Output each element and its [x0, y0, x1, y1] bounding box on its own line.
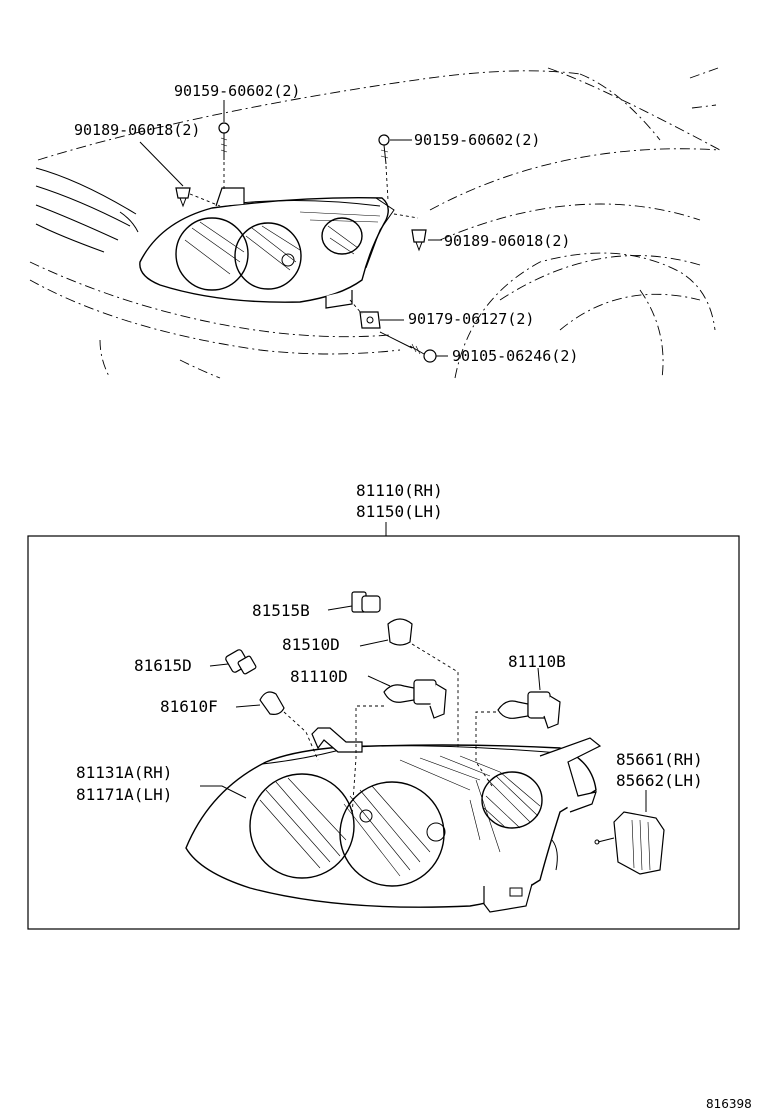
halogen-bulb-icon	[383, 679, 447, 719]
clip-icon	[175, 187, 191, 208]
bolt-icon	[378, 134, 390, 165]
headlamp-installed	[139, 187, 395, 309]
halogen-bulb-icon	[497, 691, 561, 729]
socket-icon	[225, 649, 257, 675]
callout-81515B: 81515B	[252, 601, 310, 620]
callout-81510D: 81510D	[282, 635, 340, 654]
leveling-actuator	[594, 790, 665, 875]
socket-icon	[351, 591, 381, 613]
callout-81110D: 81110D	[290, 667, 348, 686]
assembly-part-lh: 81150(LH)	[356, 502, 443, 521]
assembly-part-rh: 81110(RH)	[356, 481, 443, 500]
callout-81110B: 81110B	[508, 652, 566, 671]
callout-85662: 85662(LH)	[616, 771, 703, 790]
headlamp-assembly	[185, 727, 602, 913]
reference-number: 816398	[706, 1097, 752, 1111]
callout-81171A: 81171A(LH)	[76, 785, 172, 804]
callout-85661: 85661(RH)	[616, 750, 703, 769]
wedge-bulb-icon	[387, 618, 413, 646]
bottom-labels: 81515B 81510D 81615D 81110D 81110B 81610…	[76, 601, 703, 804]
bolt-icon	[218, 122, 230, 160]
top-labels: 90159-60602(2) 90189-06018(2) 90159-6060…	[74, 82, 578, 365]
callout-nut: 90179-06127(2)	[408, 310, 534, 328]
callout-81615D: 81615D	[134, 656, 192, 675]
assembly-frame	[27, 535, 740, 930]
callout-bolt-right: 90159-60602(2)	[414, 131, 540, 149]
callout-bolt-top: 90159-60602(2)	[174, 82, 300, 100]
bulbs-and-sockets	[209, 591, 561, 817]
callout-81610F: 81610F	[160, 697, 218, 716]
vehicle-body-outline	[29, 67, 721, 379]
callout-81131A: 81131A(RH)	[76, 763, 172, 782]
callout-screw: 90105-06246(2)	[452, 347, 578, 365]
clip-icon	[411, 229, 427, 252]
assembly-header: 81110(RH) 81150(LH)	[356, 481, 443, 536]
wedge-bulb-icon	[259, 691, 285, 715]
screw-icon	[409, 343, 437, 363]
callout-clip-left: 90189-06018(2)	[74, 121, 200, 139]
nut-icon	[359, 311, 381, 329]
top-fasteners	[139, 122, 448, 363]
callout-clip-right: 90189-06018(2)	[444, 232, 570, 250]
